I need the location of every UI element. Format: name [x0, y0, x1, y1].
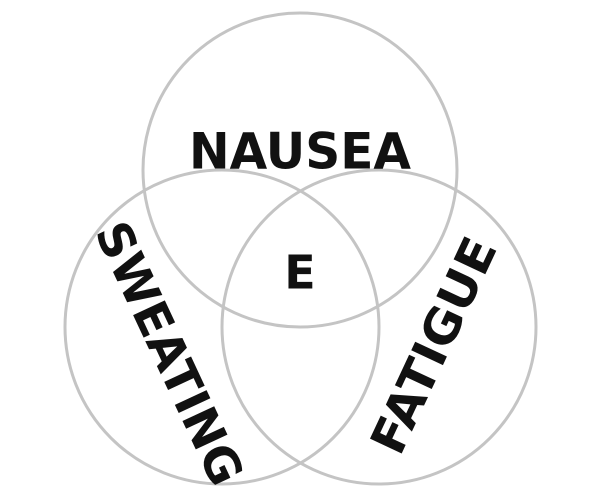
circle-sweating	[63, 168, 381, 486]
circle-fatigue	[220, 168, 538, 486]
circle-nausea	[141, 11, 459, 329]
label-center: E	[284, 246, 315, 300]
label-fatigue: FATIGUE	[360, 229, 509, 463]
label-nausea: NAUSEA	[189, 123, 411, 181]
